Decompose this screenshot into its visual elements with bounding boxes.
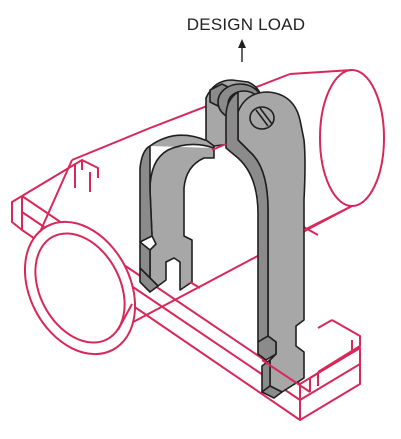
up-arrow-icon (238, 39, 246, 62)
pipe-front-line (211, 143, 353, 231)
channel-overlap-edge (189, 281, 311, 393)
pipe-near-end (23, 220, 137, 356)
design-load-label: DESIGN LOAD (187, 15, 305, 34)
clamp-back-strap (139, 134, 215, 293)
design-load-annotation: DESIGN LOAD (187, 15, 305, 62)
clamp-front-strap (225, 91, 306, 399)
pipe-body-edges (39, 159, 133, 331)
bolt-icon (249, 106, 275, 130)
